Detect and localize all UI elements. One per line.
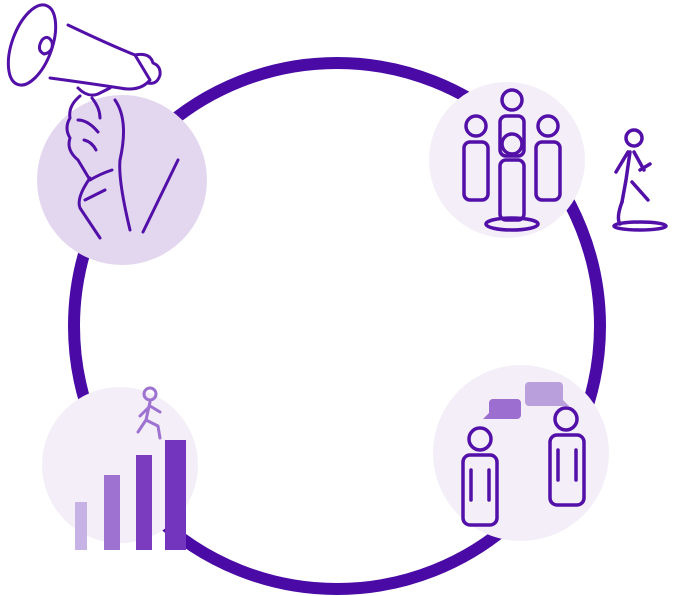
climbing-person-icon: [136, 386, 162, 440]
conversation-icon: [461, 382, 586, 527]
bar: [104, 475, 120, 550]
megaphone-hand-icon: [6, 3, 180, 240]
growth-bar-chart-icon: [75, 386, 186, 550]
bar: [165, 440, 186, 550]
group-people-icon: [462, 88, 562, 232]
walking-person-icon: [612, 128, 668, 232]
conversation-node: [433, 365, 609, 541]
group-node: [429, 82, 585, 238]
speech-bubble: [525, 382, 569, 406]
cycle-ring: [68, 57, 606, 595]
bar: [75, 502, 87, 550]
growth-node: [42, 386, 198, 550]
bar: [136, 455, 152, 550]
speech-bubble: [483, 399, 521, 419]
megaphone-node: [6, 3, 207, 265]
